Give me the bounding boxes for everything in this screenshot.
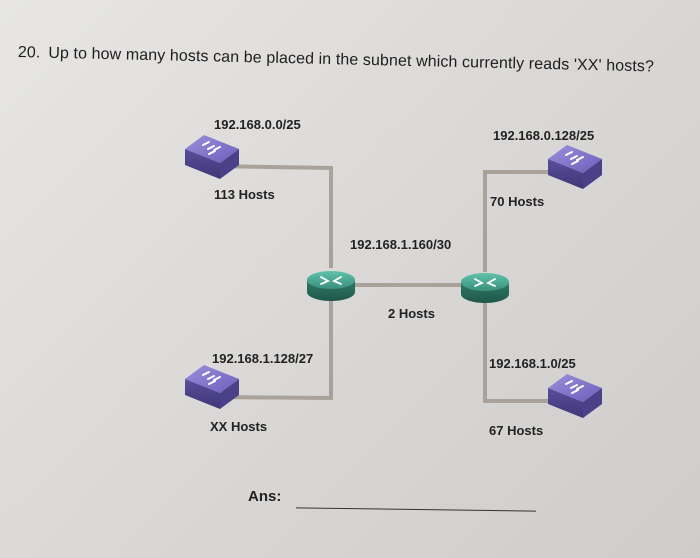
subnet-bottom-right-hosts: 67 Hosts bbox=[489, 423, 544, 438]
cable-top-right bbox=[483, 170, 573, 272]
answer-blank-line[interactable] bbox=[296, 507, 536, 512]
switch-icon bbox=[548, 374, 602, 418]
link-hosts: 2 Hosts bbox=[388, 306, 435, 321]
switch-icon bbox=[185, 365, 239, 409]
cable-bottom-left bbox=[211, 300, 333, 401]
router-icon bbox=[307, 271, 355, 301]
answer-area: Ans: bbox=[248, 488, 548, 518]
router-icon bbox=[461, 273, 509, 303]
subnet-top-right-network: 192.168.0.128/25 bbox=[493, 128, 595, 143]
subnet-bottom-left-network: 192.168.1.128/27 bbox=[212, 351, 314, 366]
subnet-top-left-hosts: 113 Hosts bbox=[214, 187, 275, 202]
cable-bottom-right bbox=[483, 298, 575, 403]
cables bbox=[211, 164, 575, 403]
switch-icon bbox=[548, 145, 602, 189]
link-network: 192.168.1.160/30 bbox=[350, 237, 452, 252]
switch-icon bbox=[185, 135, 239, 179]
subnet-top-right-hosts: 70 Hosts bbox=[490, 194, 545, 209]
subnet-bottom-right-network: 192.168.1.0/25 bbox=[489, 356, 576, 371]
cable-top-left bbox=[211, 164, 333, 268]
subnet-top-left-network: 192.168.0.0/25 bbox=[214, 117, 301, 132]
answer-label: Ans: bbox=[248, 488, 282, 505]
subnet-bottom-left-hosts: XX Hosts bbox=[210, 419, 268, 434]
